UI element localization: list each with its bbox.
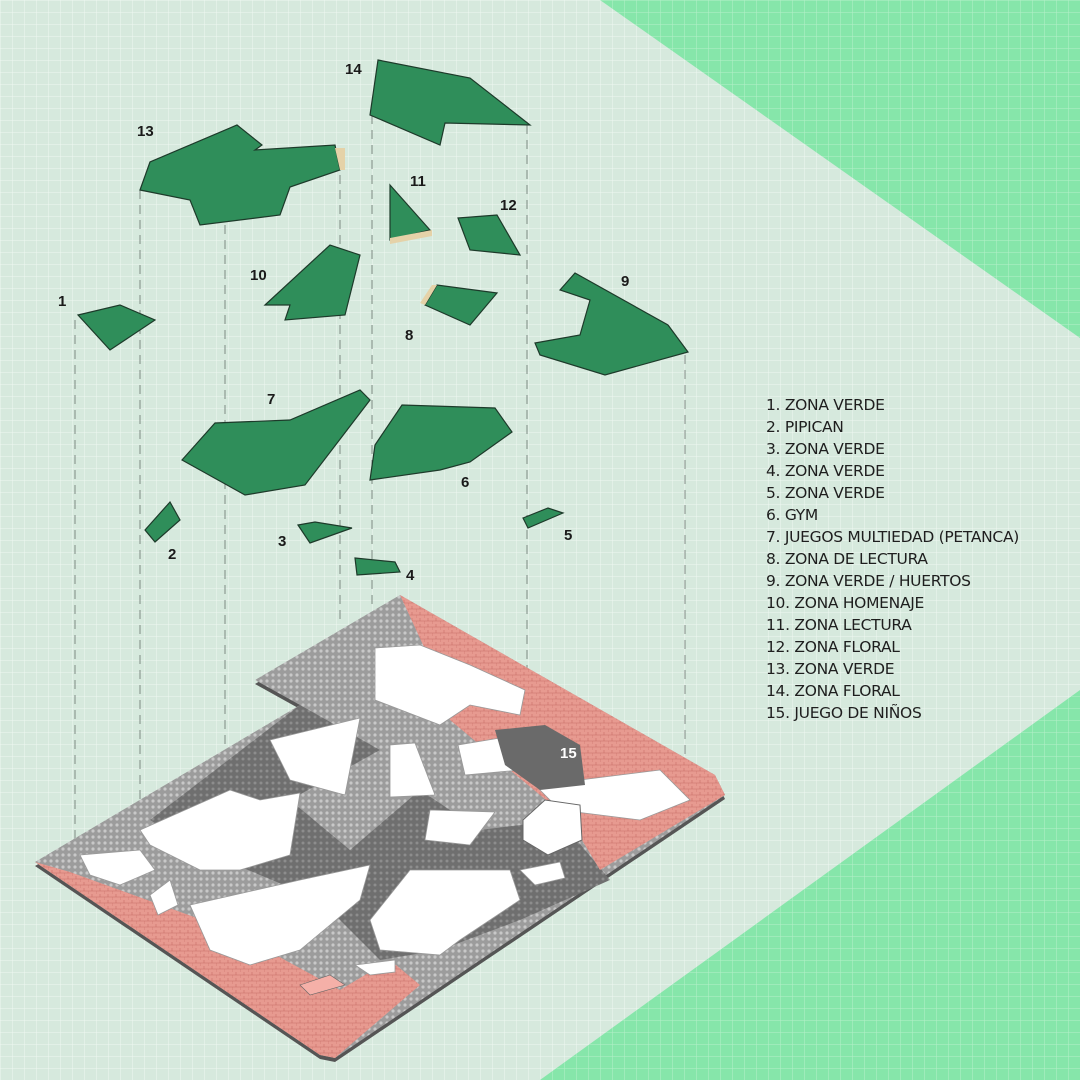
zone-1[interactable] [76, 304, 157, 351]
label-15: 15 [560, 745, 577, 762]
zone-3[interactable] [296, 521, 353, 544]
legend-item: 13. ZONA VERDE [766, 660, 895, 678]
pavilion [522, 799, 583, 856]
legend-item: 6. GYM [766, 506, 818, 524]
label-11: 11 [410, 173, 426, 190]
legend-item: 3. ZONA VERDE [766, 440, 885, 458]
zone-14[interactable] [369, 59, 532, 146]
zone-4[interactable] [354, 557, 401, 576]
zone-6[interactable] [369, 404, 513, 481]
green-zones [76, 59, 690, 576]
legend-item: 1. ZONA VERDE [766, 396, 885, 414]
label-6: 6 [461, 474, 469, 491]
zone-2[interactable] [144, 500, 181, 543]
legend-item: 15. JUEGO DE NIÑOS [766, 704, 922, 722]
legend-item: 7. JUEGOS MULTIEDAD (PETANCA) [766, 528, 1020, 546]
zone-5[interactable] [522, 507, 565, 529]
zone-7[interactable] [181, 389, 371, 496]
legend-item: 5. ZONA VERDE [766, 484, 885, 502]
legend: 1. ZONA VERDE 2. PIPICAN 3. ZONA VERDE 4… [766, 394, 1019, 724]
label-1: 1 [58, 293, 66, 310]
legend-item: 14. ZONA FLORAL [766, 682, 900, 700]
zone-9[interactable] [534, 272, 690, 376]
label-14: 14 [345, 61, 362, 78]
label-12: 12 [500, 197, 517, 214]
label-7: 7 [267, 391, 275, 408]
label-4: 4 [406, 567, 415, 584]
label-3: 3 [278, 533, 286, 550]
projection-lines [74, 115, 686, 845]
zone-number-labels: 1 2 3 4 5 6 7 8 9 10 11 12 13 14 15 [58, 61, 629, 762]
playground-zone-15 [495, 725, 585, 790]
zone-12[interactable] [457, 214, 522, 256]
legend-item: 2. PIPICAN [766, 418, 844, 436]
legend-item: 12. ZONA FLORAL [766, 638, 900, 656]
label-9: 9 [621, 273, 629, 290]
label-10: 10 [250, 267, 267, 284]
site-platform [35, 595, 725, 1062]
label-5: 5 [564, 527, 572, 544]
label-13: 13 [137, 123, 154, 140]
legend-item: 8. ZONA DE LECTURA [766, 550, 928, 568]
legend-item: 10. ZONA HOMENAJE [766, 594, 925, 612]
legend-item: 4. ZONA VERDE [766, 462, 885, 480]
zone-10[interactable] [263, 244, 361, 321]
legend-item: 11. ZONA LECTURA [766, 616, 912, 634]
label-8: 8 [405, 327, 413, 344]
label-2: 2 [168, 546, 176, 563]
legend-item: 9. ZONA VERDE / HUERTOS [766, 572, 971, 590]
